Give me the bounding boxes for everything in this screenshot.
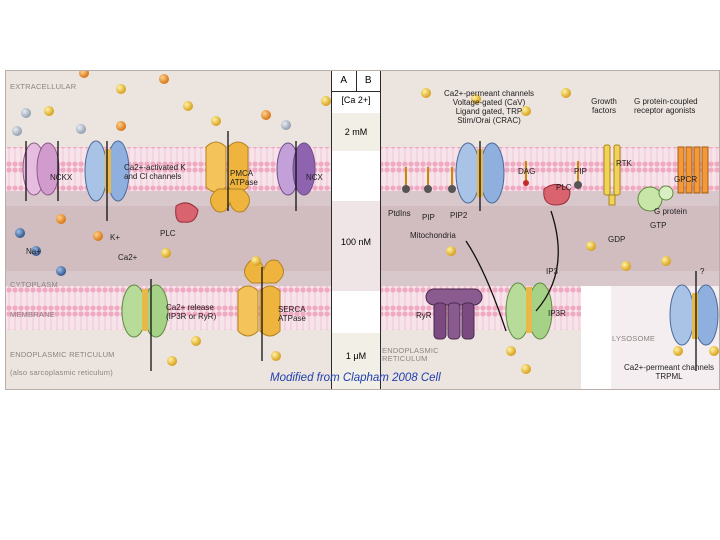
label-ca-a: Ca2+	[118, 253, 137, 262]
label-gdp: GDP	[608, 235, 625, 244]
label-ip3: IP3	[546, 267, 558, 276]
label-pip2: PIP2	[450, 211, 467, 220]
label-ptdins: PtdIns	[388, 209, 411, 218]
label-release: Ca2+ release (IP3R or RyR)	[166, 303, 226, 321]
serca-pump	[238, 260, 284, 336]
label-na: Na+	[26, 247, 41, 256]
label-plc-b: PLC	[556, 183, 572, 192]
label-question: ?	[700, 267, 704, 276]
nckx-transporter	[23, 143, 59, 195]
label-growth-factors: Growth factors	[584, 97, 624, 115]
label-kcl-channels: Ca2+-activated K and Cl channels	[124, 163, 194, 181]
ca-header: [Ca 2+]	[332, 95, 380, 105]
label-rtk: RTK	[616, 159, 632, 168]
label-gtp: GTP	[650, 221, 666, 230]
label-plc-a: PLC	[160, 229, 176, 238]
ryr-channel	[426, 289, 482, 339]
ip3r-channel	[506, 283, 552, 339]
label-gpcr-agonists: G protein-coupled receptor agonists	[634, 97, 718, 115]
trpml-channel	[670, 285, 718, 345]
label-pip: PIP	[422, 213, 435, 222]
label-ryr: RyR	[416, 311, 432, 320]
ca-level-cytoplasm: 100 nM	[332, 237, 380, 247]
label-ip3r: IP3R	[548, 309, 566, 318]
label-gpcr: GPCR	[674, 175, 697, 184]
ip3r-ryr-release-channel	[122, 285, 168, 337]
figure-caption: Modified from Clapham 2008 Cell	[270, 372, 441, 384]
label-ncx: NCX	[306, 173, 323, 182]
label-lysosome-channels: Ca2+-permeant channels TRPML	[618, 363, 720, 381]
label-ca-channels: Ca2+-permeant channels Voltage-gated (Ca…	[434, 89, 544, 125]
panel-a-label: A	[332, 71, 357, 91]
panel-b-label: B	[357, 71, 381, 91]
ca-level-extracellular: 2 mM	[332, 127, 380, 137]
label-k: K+	[110, 233, 120, 242]
calcium-signaling-figure: EXTRACELLULAR CYTOPLASM MEMBRANE ENDOPLA…	[5, 70, 720, 390]
label-g-protein: G protein	[654, 207, 687, 216]
ca-level-er: 1 μM	[332, 351, 380, 361]
label-pip-b: PIP	[574, 167, 587, 176]
zone-lysosome: LYSOSOME	[612, 335, 655, 343]
zone-er-b: ENDOPLASMIC RETICULUM	[382, 347, 452, 363]
calcium-concentration-column: A B [Ca 2+] 2 mM 100 nM 1 μM	[331, 71, 381, 390]
label-pmca: PMCA ATPase	[230, 169, 268, 187]
label-nckx: NCKX	[50, 173, 72, 182]
label-serca: SERCA ATPase	[278, 305, 312, 323]
zone-extracellular: EXTRACELLULAR	[10, 83, 76, 91]
label-dag: DAG	[518, 167, 535, 176]
zone-membrane: MEMBRANE	[10, 311, 55, 319]
zone-cytoplasm: CYTOPLASM	[10, 281, 58, 289]
zone-er-sub: (also sarcoplasmic reticulum)	[10, 369, 140, 377]
label-mitochondria: Mitochondria	[410, 231, 456, 240]
zone-er: ENDOPLASMIC RETICULUM	[10, 351, 120, 359]
